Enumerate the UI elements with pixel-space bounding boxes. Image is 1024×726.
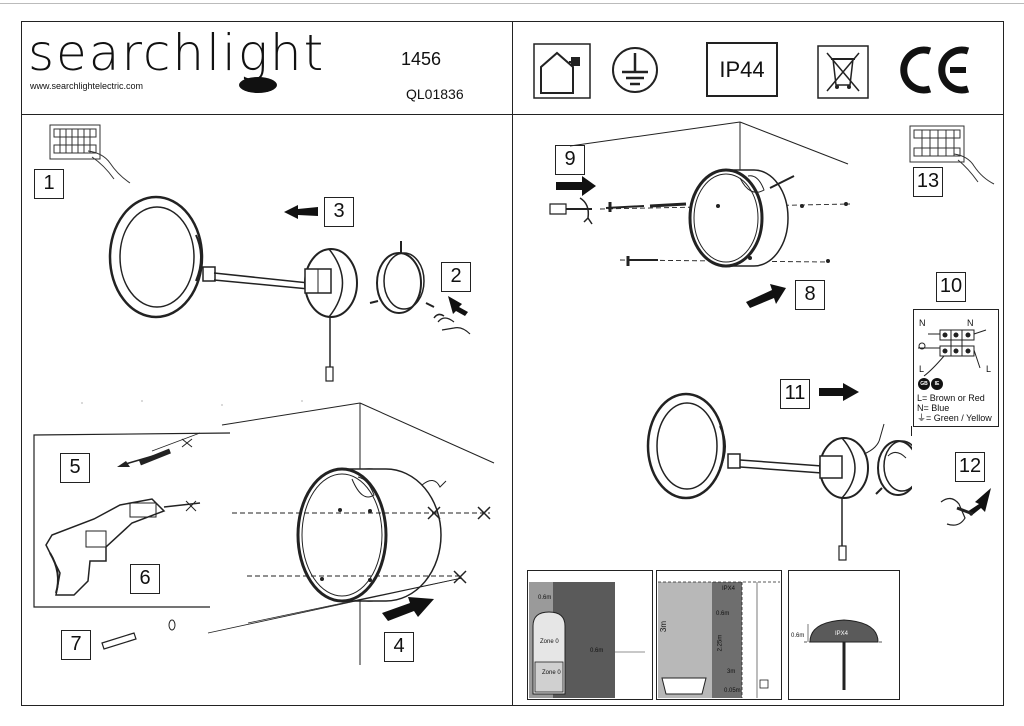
product-code: 1456	[401, 49, 442, 69]
screwdriver-hand-icon-2	[940, 488, 991, 526]
zone2-dim-005: 0.05m	[724, 688, 741, 694]
wiring-l-left: L	[919, 364, 925, 374]
zone2-dim-3m-left: 3m	[659, 620, 669, 633]
badge-ie-text: IE	[934, 381, 940, 387]
terminal-block-hand-icon-2	[909, 125, 995, 185]
ce-mark-icon	[900, 46, 970, 94]
step-2-label: 2	[441, 262, 471, 292]
earth-symbol-icon: ⏚	[917, 413, 927, 423]
step-13-label: 13	[913, 167, 943, 197]
step-10-label: 10	[936, 272, 966, 302]
mirror-assembly-diagram	[646, 392, 912, 561]
wiring-n-right: N	[967, 318, 974, 328]
earth-ground-icon	[612, 47, 658, 93]
step-3-label: 3	[324, 197, 354, 227]
zone3-ipx4-label: IPX4	[835, 631, 849, 637]
brand-logo-bulb-icon	[239, 77, 277, 93]
step-6-label: 6	[130, 564, 160, 594]
zone2-dim-3m: 3m	[727, 669, 736, 675]
ip44-rating: IP44	[706, 42, 778, 97]
top-rule	[0, 3, 1024, 4]
zone0-upper-label: Zone 0	[540, 639, 559, 645]
website-text: www.searchlightelectric.com	[30, 81, 144, 91]
step-8-label: 8	[795, 280, 825, 310]
right-panel	[512, 114, 1004, 706]
step-1-label: 1	[34, 169, 64, 199]
wiring-legend-neutral: N= Blue	[917, 403, 950, 413]
ring-screw-fixing-diagram	[549, 121, 851, 308]
zone2-dim-225: 2.25m	[717, 634, 724, 652]
zone3-dim-06: 0.6m	[791, 633, 805, 639]
wiring-legend-earth-text: = Green / Yellow	[926, 413, 992, 423]
ql-code: QL01836	[406, 86, 464, 102]
brand-logo-text: searchlight	[28, 24, 326, 82]
wiring-terminal-drawing	[918, 329, 987, 377]
arrow-left-icon	[284, 205, 318, 219]
wiring-n-left: N	[919, 318, 926, 328]
badge-gb: GB	[918, 378, 930, 390]
zone1-dim-top: 0.6m	[538, 595, 552, 601]
step-9-label: 9	[555, 145, 585, 175]
mirror-exploded-diagram	[108, 195, 435, 382]
step-7-label: 7	[61, 630, 91, 660]
step-12-label: 12	[955, 452, 985, 482]
zone-panel-3	[788, 570, 900, 700]
step-11-label: 11	[780, 379, 810, 409]
zone-panel-2	[656, 570, 782, 700]
badge-gb-text: GB	[920, 381, 928, 387]
zone2-dim-06: 0.6m	[716, 611, 730, 617]
wiring-legend-live: L= Brown or Red	[917, 393, 985, 403]
wall-mounting-diagram	[33, 400, 495, 665]
zone1-dim-side: 0.6m	[590, 648, 604, 654]
step-4-label: 4	[384, 632, 414, 662]
weee-bin-icon	[817, 45, 869, 99]
wiring-l-right: L	[986, 364, 992, 374]
step-5-label: 5	[60, 453, 90, 483]
screwdriver-hand-icon	[433, 296, 471, 335]
zone-panel-1	[527, 570, 653, 700]
wiring-diagram-box	[913, 309, 999, 427]
terminal-block-hand-icon	[49, 124, 131, 184]
indoor-use-icon	[533, 43, 591, 99]
arrow-right-icon	[819, 383, 859, 401]
badge-ie: IE	[931, 378, 943, 390]
zone2-ipx4-label: IPX4	[722, 586, 736, 592]
zone0-lower-label: Zone 0	[542, 670, 561, 676]
wiring-legend-earth: ⏚= Green / Yellow	[917, 413, 992, 424]
